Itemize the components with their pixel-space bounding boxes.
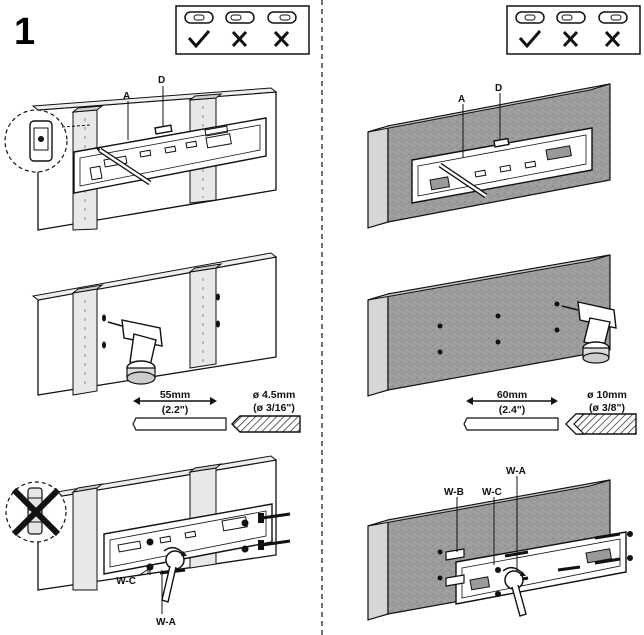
level-d-icon	[493, 137, 510, 148]
depth-in-label: (2.2")	[162, 404, 189, 416]
level-check-box-right	[506, 5, 641, 55]
bracket-label-a: A	[458, 94, 465, 105]
magnifier-detail-icon	[4, 109, 91, 173]
pilot-hole	[216, 320, 220, 328]
drill-bit-icon: ø 4.5mm (ø 3/16")	[231, 389, 301, 433]
screw-head	[241, 519, 249, 527]
level-icon	[598, 11, 628, 24]
screw-head	[241, 545, 249, 553]
no-anchor-icon	[5, 481, 67, 543]
screw-label: W-A	[156, 617, 176, 628]
drill-bit-mm-label: ø 4.5mm	[253, 389, 296, 401]
pilot-hole	[216, 293, 220, 301]
wall-bracket	[73, 117, 267, 194]
drill-bit-icon: ø 10mm (ø 3/8")	[565, 389, 637, 435]
level-icon	[515, 11, 545, 24]
level-icon	[225, 11, 255, 24]
wood-wall-bracket-illustration: A D	[4, 75, 278, 231]
bracket-label-a: A	[123, 91, 130, 102]
concrete-wall-bracket-illustration: A D	[367, 83, 611, 229]
wall-bracket	[103, 503, 273, 575]
wood-wall-drilling-illustration	[31, 252, 278, 396]
pilot-hole	[554, 327, 560, 333]
lag-screw-icon	[258, 512, 291, 523]
concrete-wall-screwing-illustration: W-B W-C W-A	[367, 466, 633, 621]
wall-bracket	[411, 127, 593, 204]
drill-bit-in-label: (ø 3/16")	[253, 402, 295, 414]
level-label-d: D	[158, 75, 165, 86]
lag-screw-icon	[258, 539, 291, 550]
level-cross-icon	[604, 30, 621, 48]
pilot-hole	[102, 314, 106, 322]
washer-label: W-C	[116, 576, 136, 587]
level-icon	[556, 11, 586, 24]
level-cross-icon	[562, 30, 579, 48]
level-icon	[184, 11, 214, 24]
wrench-icon	[161, 546, 187, 603]
drill-depth-guide: 55mm (2.2")	[132, 389, 227, 431]
depth-mm-label: 60mm	[497, 389, 527, 401]
depth-in-label: (2.4")	[499, 404, 526, 416]
level-label-d: D	[495, 83, 502, 94]
drill-bit-in-label: (ø 3/8")	[589, 402, 625, 414]
wood-wall-screwing-illustration: W-C W-A	[5, 455, 291, 628]
pilot-hole	[495, 313, 501, 319]
wood-stud	[188, 263, 223, 369]
depth-mm-label: 55mm	[160, 389, 190, 401]
wood-stud	[71, 284, 104, 396]
drill-icon	[107, 319, 163, 385]
level-check-icon	[187, 30, 211, 49]
level-cross-icon	[231, 30, 248, 48]
level-cross-icon	[273, 30, 290, 48]
screw-label: W-A	[506, 466, 526, 477]
washer-label: W-C	[482, 487, 502, 498]
pencil-icon	[95, 147, 152, 186]
wall-anchor-icon	[445, 548, 465, 587]
level-check-box-left	[175, 5, 310, 55]
anchor-label: W-B	[444, 487, 464, 498]
step-number: 1	[14, 11, 35, 53]
concrete-wall-drilling-illustration	[367, 254, 617, 397]
pencil-icon	[438, 162, 488, 199]
pilot-hole	[102, 341, 106, 349]
level-icon	[267, 11, 297, 24]
drill-depth-guide: 60mm (2.4")	[463, 389, 559, 431]
pilot-hole	[437, 323, 443, 329]
wood-stud	[71, 483, 104, 591]
pilot-hole	[437, 349, 443, 355]
drill-icon	[561, 301, 617, 364]
screw-head	[146, 538, 154, 546]
pilot-hole	[554, 301, 560, 307]
pilot-hole	[495, 339, 501, 345]
wrench-icon	[502, 566, 527, 617]
level-check-icon	[518, 30, 542, 49]
drill-bit-mm-label: ø 10mm	[587, 389, 627, 401]
wall-bracket	[455, 531, 627, 605]
